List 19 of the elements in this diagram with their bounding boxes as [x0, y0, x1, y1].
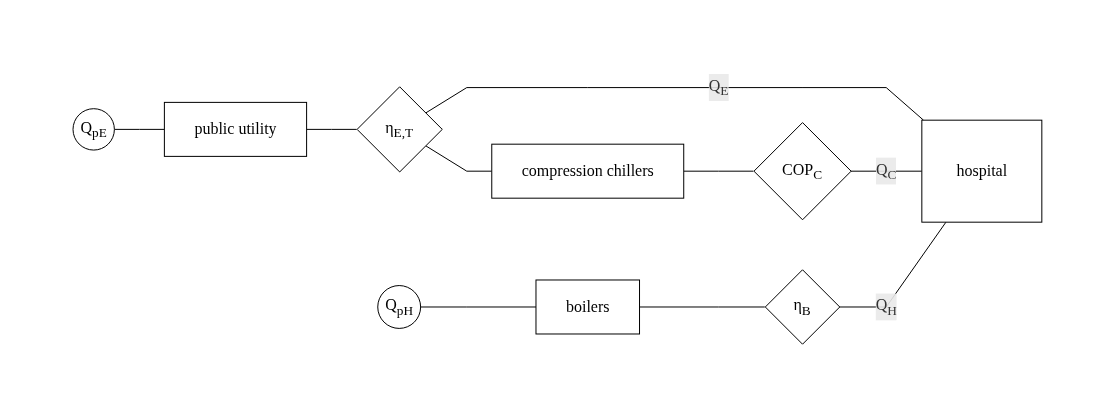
- node-box: compression chillers: [490, 143, 684, 199]
- connector: [419, 306, 537, 308]
- node-diamond: COP$_{C}$: [753, 122, 852, 221]
- connector: [424, 145, 492, 172]
- connector: [113, 128, 165, 130]
- node-circle: Q$_{pE}$: [72, 108, 115, 151]
- node-circle: Q$_{pH}$: [376, 284, 421, 329]
- node-box: public utility: [163, 101, 307, 157]
- edge-label: Q$_{C}$: [875, 160, 897, 182]
- connector: [305, 128, 357, 130]
- edge-label: Q$_{E}$: [708, 76, 729, 99]
- node-box: hospital: [920, 119, 1042, 223]
- edge-label: Q$_{H}$: [875, 296, 897, 318]
- node-box: boilers: [535, 279, 640, 335]
- connector: [638, 306, 765, 308]
- connector: [682, 170, 754, 172]
- node-diamond: η$_{E,T}$: [356, 86, 443, 173]
- node-diamond: η$_{B}$: [764, 269, 840, 345]
- connector: [424, 87, 924, 121]
